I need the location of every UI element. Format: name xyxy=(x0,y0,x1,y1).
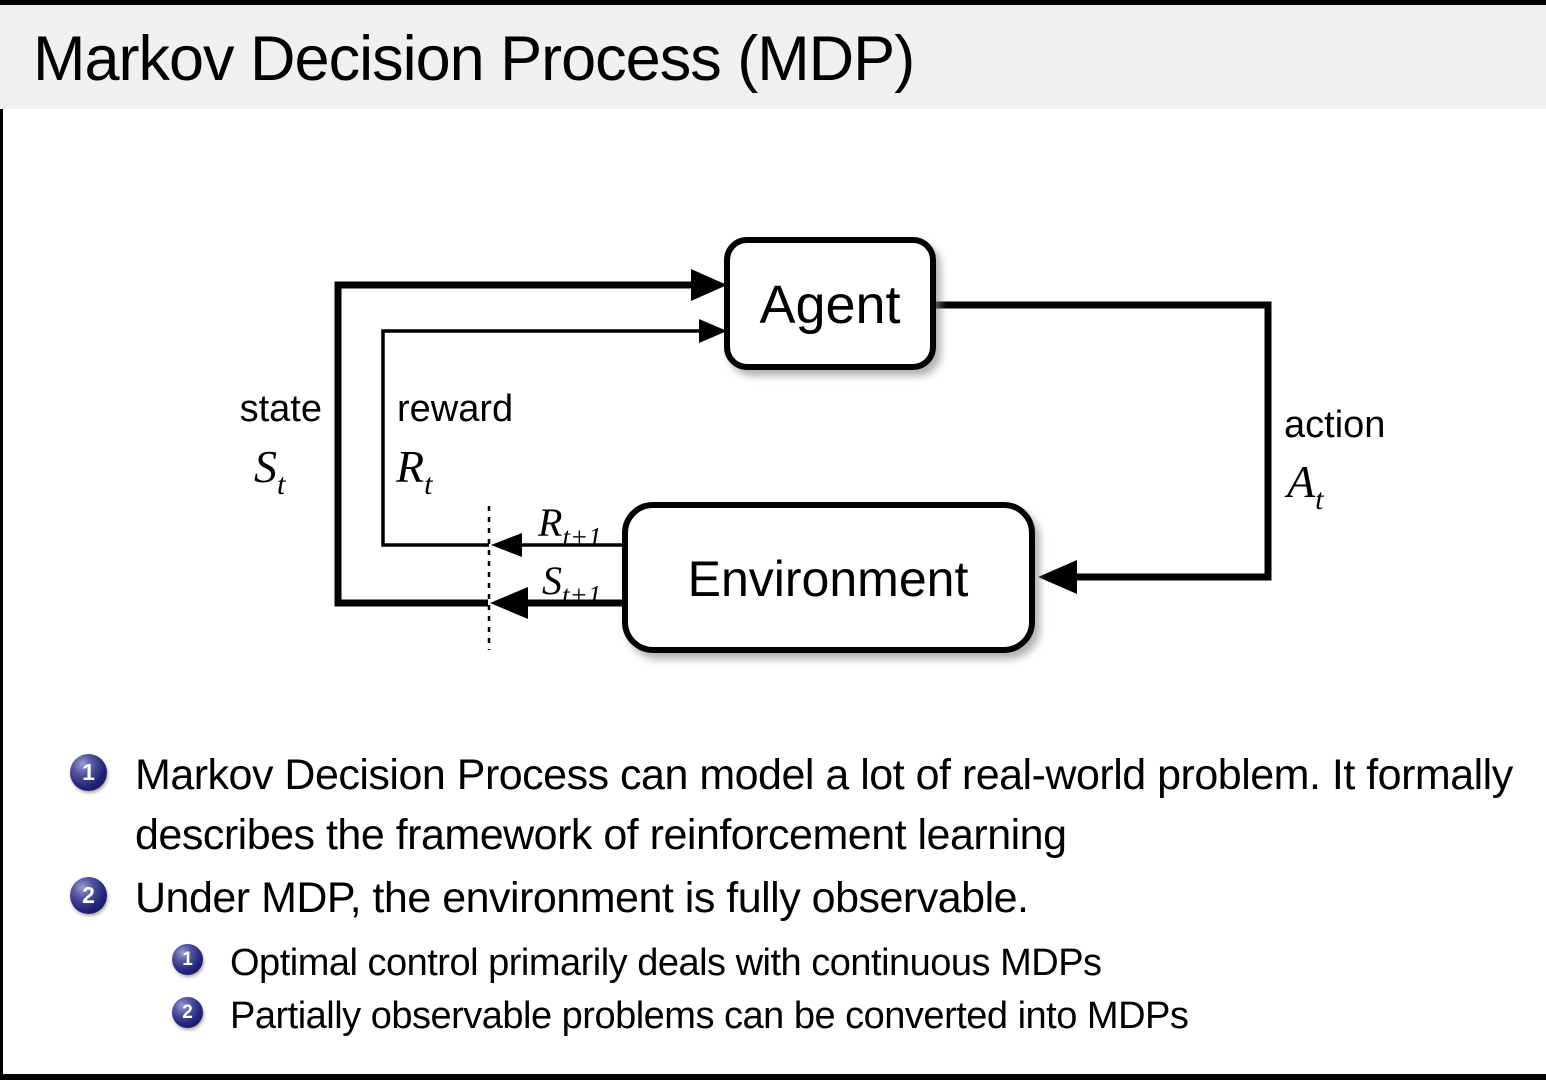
mdp-diagram: Agent Environment state St reward Rt Rt+… xyxy=(240,237,1385,653)
slide-title: Markov Decision Process (MDP) xyxy=(33,24,915,94)
agent-box xyxy=(724,237,936,370)
next-state-symbol: St+1 xyxy=(542,558,601,610)
frame-top-edge xyxy=(0,0,1546,5)
slide-header: Markov Decision Process (MDP) xyxy=(0,5,1546,109)
action-symbol: At xyxy=(1284,456,1324,516)
bullet-2-badge: 2 xyxy=(70,877,107,914)
reward-symbol: Rt xyxy=(395,441,433,501)
environment-box xyxy=(622,502,1035,653)
frame-left-edge xyxy=(0,0,3,1080)
sub-bullet-1-text: Optimal control primarily deals with con… xyxy=(230,942,1102,984)
state-symbol: St xyxy=(254,441,286,501)
next-reward-arrowhead xyxy=(491,533,522,557)
next-state-arrowhead xyxy=(490,587,528,619)
state-loop-line xyxy=(334,281,695,607)
bullet-1-badge: 1 xyxy=(70,754,107,791)
action-loop-line xyxy=(933,301,1272,581)
state-into-agent-arrowhead xyxy=(691,269,727,301)
environment-label: Environment xyxy=(688,551,969,607)
sub-bullet-1-badge: 1 xyxy=(172,944,203,975)
agent-label: Agent xyxy=(759,275,900,335)
reward-label: reward xyxy=(397,388,513,430)
reward-into-agent-arrowhead xyxy=(699,319,727,343)
action-into-environment-arrowhead xyxy=(1038,560,1077,594)
frame-bottom-edge xyxy=(0,1074,1546,1080)
action-label: action xyxy=(1284,404,1385,446)
reward-loop-line xyxy=(381,329,700,547)
bullet-1-text: Markov Decision Process can model a lot … xyxy=(135,751,1513,859)
state-label: state xyxy=(240,388,322,430)
bullet-2-text: Under MDP, the environment is fully obse… xyxy=(135,874,1029,922)
sub-bullet-2-badge: 2 xyxy=(172,997,203,1028)
sub-bullet-2-text: Partially observable problems can be con… xyxy=(230,995,1189,1037)
next-reward-symbol: Rt+1 xyxy=(537,500,602,552)
